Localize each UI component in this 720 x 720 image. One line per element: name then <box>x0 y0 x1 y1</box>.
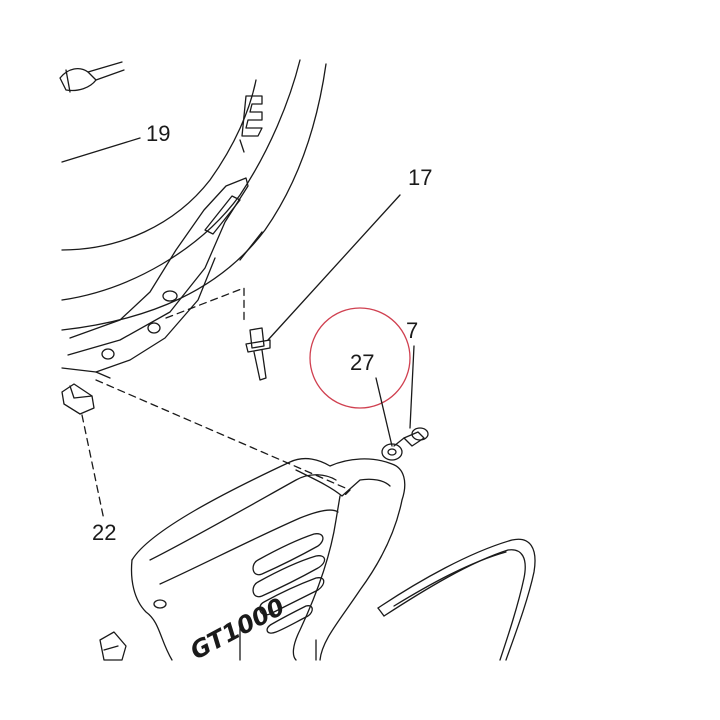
lower-clip <box>99 631 127 661</box>
leader-line-19 <box>61 137 141 163</box>
assembly-dashed-lines <box>81 287 351 521</box>
washer-icon <box>381 443 403 461</box>
cover-logo: GT1000 <box>186 592 290 665</box>
callout-19: 19 <box>146 121 171 146</box>
upper-fairing-frame <box>59 59 327 379</box>
callout-7: 7 <box>406 318 419 343</box>
drive-belt <box>377 538 536 661</box>
callout-22: 22 <box>92 520 117 545</box>
side-cover <box>130 457 406 661</box>
highlight-circle <box>309 307 411 409</box>
long-bolt-icon <box>245 327 271 381</box>
short-bolt-icon <box>393 427 429 447</box>
leader-line-27 <box>375 377 393 447</box>
callout-17: 17 <box>408 165 433 190</box>
clip-nut-icon <box>61 383 95 415</box>
leader-line-7 <box>409 345 415 429</box>
leader-line-17 <box>267 194 401 341</box>
callout-27: 27 <box>350 350 375 375</box>
